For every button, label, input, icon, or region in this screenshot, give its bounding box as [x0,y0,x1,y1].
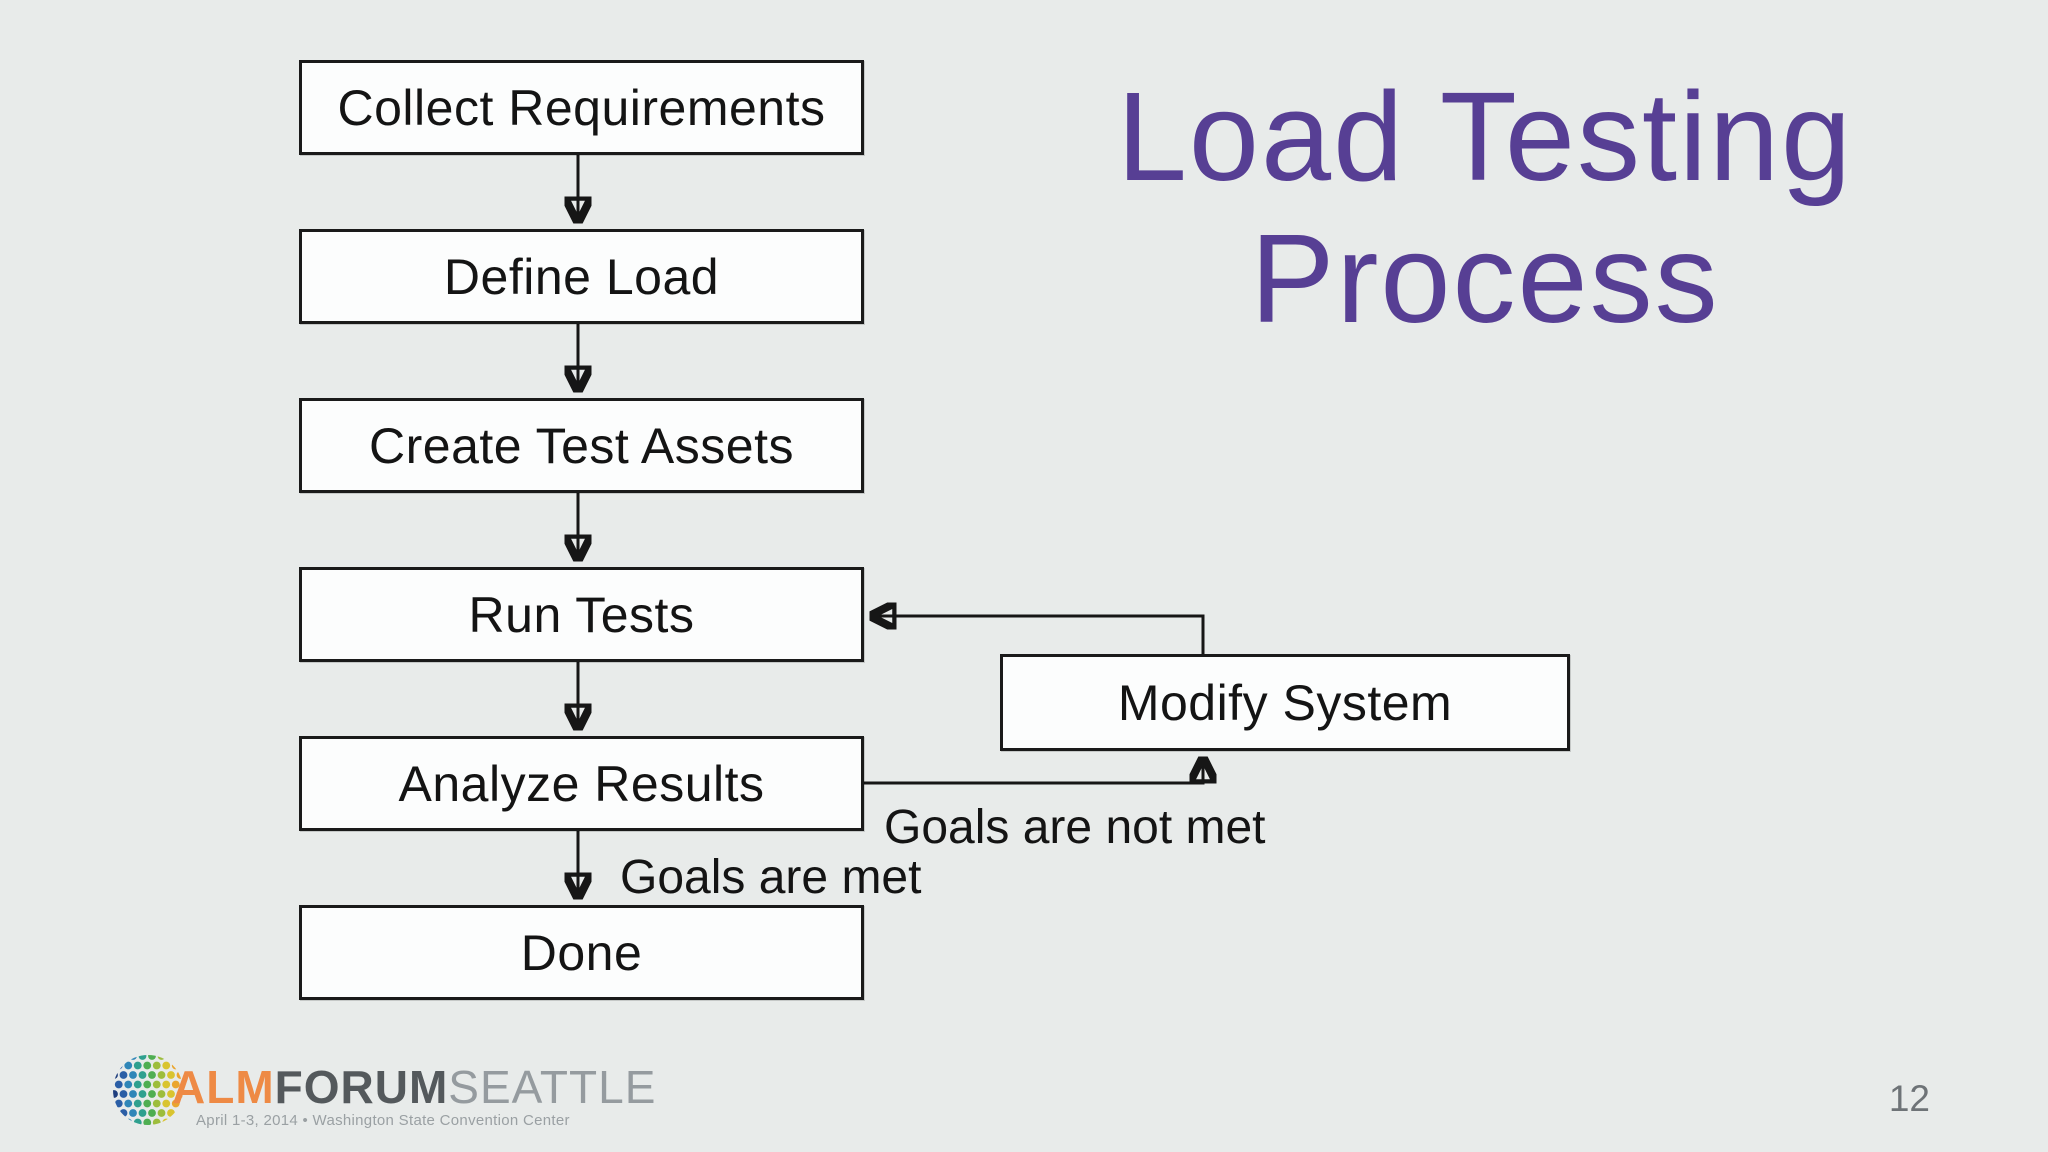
flow-box-label: Create Test Assets [369,417,794,474]
slide-title-line1: Load Testing [1116,66,1854,207]
flow-box-label: Define Load [443,248,720,305]
logo-subtext: April 1-3, 2014 • Washington State Conve… [196,1112,570,1129]
flow-box-label: Modify System [1117,674,1453,731]
flow-box-run-tests: Run Tests [299,567,864,662]
flow-box-create-test-assets: Create Test Assets [299,398,864,493]
flow-box-label: Analyze Results [398,755,765,812]
wordmark-alm: ALM [172,1061,275,1113]
flow-box-done: Done [299,905,864,1000]
flow-box-label: Run Tests [468,586,695,643]
flow-box-collect-requirements: Collect Requirements [299,60,864,155]
wordmark-forum: FORUM [274,1061,449,1113]
edge-label-goals-met: Goals are met [620,851,922,904]
wordmark-seattle: SEATTLE [448,1061,657,1113]
alm-forum-wordmark: ALMFORUMSEATTLE [172,1060,656,1114]
alm-globe-icon [113,1055,183,1125]
arrow-analyze-to-modify [864,759,1203,785]
edge-label-goals-not-met: Goals are not met [884,801,1266,854]
page-number: 12 [1888,1078,1930,1119]
flow-box-analyze-results: Analyze Results [299,736,864,831]
slide-title: Load Testing Process [900,66,2048,351]
arrow-modify-to-run [872,616,1205,654]
flow-box-define-load: Define Load [299,229,864,324]
flow-box-modify-system: Modify System [1000,654,1570,751]
slide-title-line2: Process [1250,208,1720,350]
flow-box-label: Done [520,924,643,981]
flow-box-label: Collect Requirements [337,79,826,136]
